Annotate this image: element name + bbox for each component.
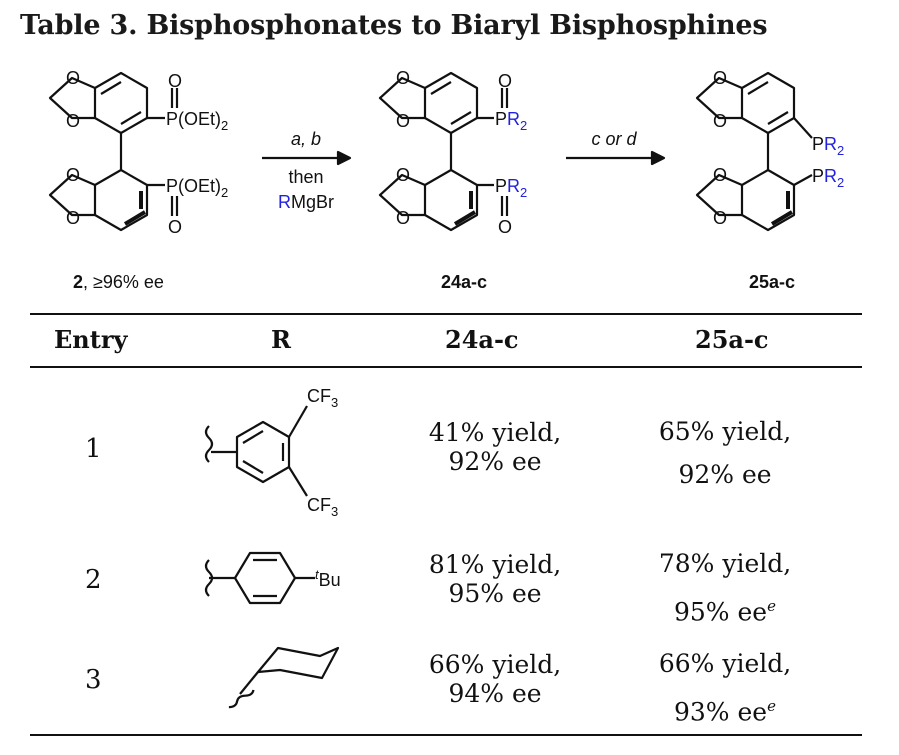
row-1-24-result: 41% yield, 92% ee <box>428 418 562 476</box>
table-title: Table 3. Bisphosphonates to Biaryl Bisph… <box>20 10 768 41</box>
oxygen-label: O <box>713 111 727 131</box>
header-rule <box>30 366 862 368</box>
oxygen-label: O <box>713 208 727 228</box>
pr2-top: PR2 <box>812 134 844 158</box>
row-3-24-result: 66% yield, 94% ee <box>428 650 562 708</box>
oxygen-label: O <box>66 208 80 228</box>
row-1-entry: 1 <box>85 434 102 464</box>
row-2-25-result: 78% yield, 95% eee <box>658 549 792 627</box>
oxygen-label: O <box>498 217 512 237</box>
tert-butylphenyl-structure: tBu <box>204 551 341 605</box>
oxygen-label: O <box>713 165 727 185</box>
oxygen-label: O <box>396 208 410 228</box>
biaryl-bisphosphine-oxide-structure <box>378 71 509 232</box>
step1-conditions: a, b <box>291 129 321 149</box>
top-rule <box>30 313 862 315</box>
oxygen-label: O <box>66 111 80 131</box>
oxygen-label: O <box>396 68 410 88</box>
header-r: R <box>271 325 291 354</box>
row-1-25-result: 65% yield, 92% ee <box>658 417 792 489</box>
step1-reagent: RMgBr <box>278 192 334 212</box>
oxygen-label: O <box>168 71 182 91</box>
phosphonate-group-top: P(OEt)2 <box>166 109 228 133</box>
reaction-scheme: O O O O O O P(OEt)2 P(OEt)2 O O O O O O … <box>48 68 844 292</box>
oxygen-label: O <box>396 165 410 185</box>
pr2-bottom: PR2 <box>812 166 844 190</box>
row-3-25-result: 66% yield, 93% eee <box>658 649 792 727</box>
cf3-bottom: CF3 <box>307 495 338 518</box>
compound-24-label: 24a-c <box>441 272 487 292</box>
bis-cf3-phenyl-structure: CF3 CF3 <box>204 386 338 518</box>
oxygen-label: O <box>396 111 410 131</box>
step1-then: then <box>288 167 323 187</box>
oxygen-label: O <box>168 217 182 237</box>
oxygen-label: O <box>66 68 80 88</box>
header-24: 24a-c <box>445 325 519 354</box>
row-2-24-result: 81% yield, 95% ee <box>428 550 562 608</box>
oxygen-label: O <box>498 71 512 91</box>
oxygen-label: O <box>66 165 80 185</box>
compound-25-label: 25a-c <box>749 272 795 292</box>
cf3-top: CF3 <box>307 386 338 410</box>
tert-butyl-label: tBu <box>315 567 341 590</box>
row-3-entry: 3 <box>85 665 102 695</box>
header-25: 25a-c <box>695 325 769 354</box>
pr2-oxide-top: PR2 <box>495 109 527 133</box>
oxygen-label: O <box>713 68 727 88</box>
phosphonate-group-bottom: P(OEt)2 <box>166 176 228 200</box>
row-2-entry: 2 <box>85 565 102 595</box>
biaryl-bisphosphine-structure <box>695 71 813 232</box>
biaryl-bisphosphonate-structure <box>48 71 179 232</box>
bottom-rule <box>30 734 862 736</box>
cyclohexyl-structure <box>228 646 340 709</box>
step2-conditions: c or d <box>591 129 637 149</box>
header-entry: Entry <box>54 325 128 354</box>
compound-2-label: 2, ≥96% ee <box>73 272 164 292</box>
pr2-oxide-bottom: PR2 <box>495 176 527 200</box>
